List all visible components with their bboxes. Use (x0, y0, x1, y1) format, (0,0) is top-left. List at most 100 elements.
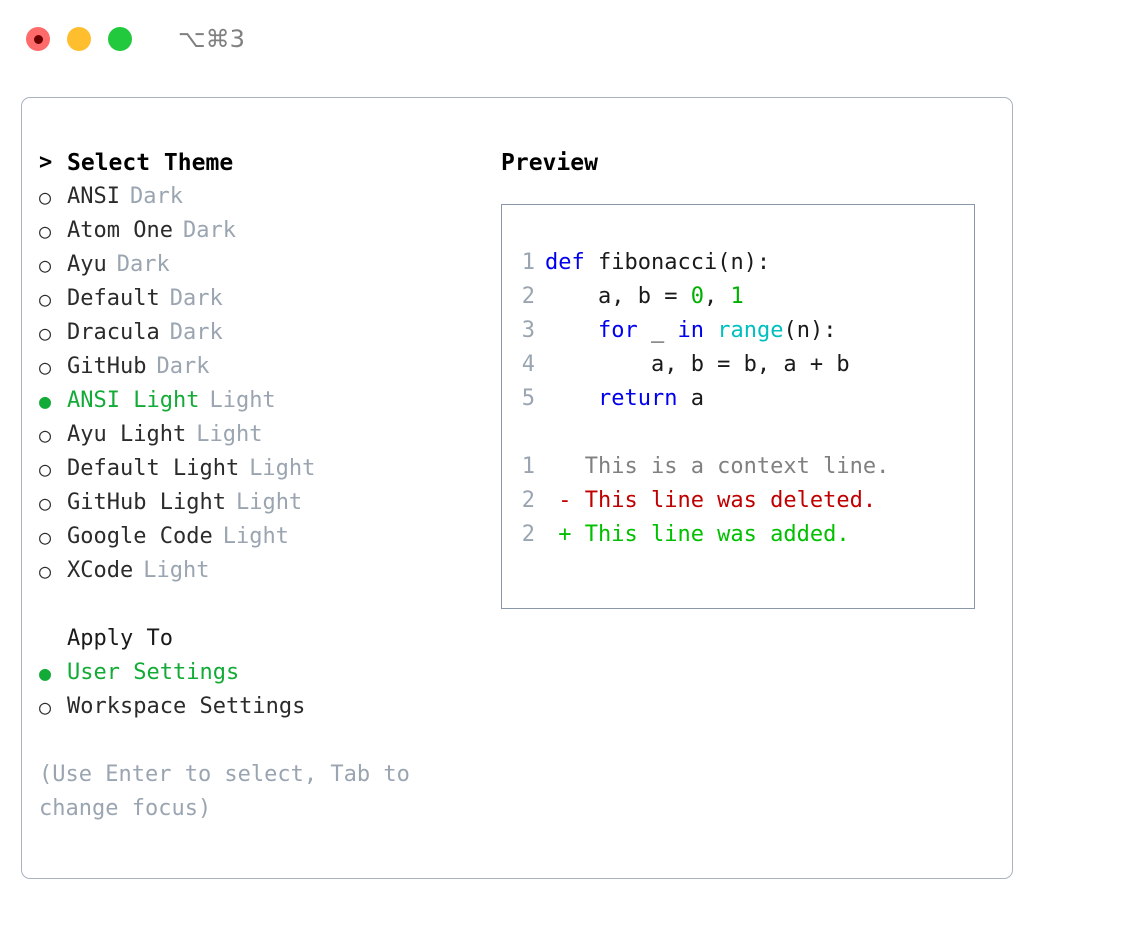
diff-line-number: 1 (521, 454, 535, 479)
diff-line-text: - This line was deleted. (545, 488, 877, 513)
code-token: def (545, 250, 585, 275)
code-token: for (597, 318, 638, 343)
code-token (545, 318, 598, 343)
theme-option-kind: Light (143, 558, 210, 583)
theme-option-kind: Light (235, 490, 303, 515)
theme-option-name: Google Code (67, 524, 213, 549)
theme-option-name: Atom One (67, 218, 173, 243)
code-line-number: 1 (521, 250, 535, 275)
radio-unselected-icon: ○ (39, 491, 52, 515)
code-line: 5 return a (513, 382, 968, 416)
maximize-button[interactable] (108, 27, 132, 51)
theme-option-kind: Dark (129, 184, 183, 209)
theme-option-kind: Dark (116, 252, 170, 277)
diff-line-number: 2 (521, 522, 535, 547)
diff-line: 2 - This line was deleted. (513, 484, 968, 518)
close-button[interactable] (26, 27, 50, 51)
apply-to-option-label: Workspace Settings (67, 694, 306, 719)
code-token: return (597, 386, 678, 411)
preview-title: Preview (501, 150, 598, 176)
theme-option-name: Ayu (67, 252, 107, 277)
keyboard-shortcut-label: ⌥⌘3 (178, 25, 245, 53)
diff-line: 1 This is a context line. (513, 450, 968, 484)
diff-sample: 1 This is a context line.2 - This line w… (513, 450, 968, 552)
apply-to-option-list: ●User Settings ○ Workspace Settings (39, 656, 479, 724)
radio-unselected-icon: ○ (39, 695, 52, 719)
window-titlebar: ⌥⌘3 (0, 0, 1140, 78)
code-token: , (703, 284, 731, 309)
code-line-number: 3 (521, 318, 535, 343)
code-token (545, 386, 598, 411)
apply-to-option-user-settings[interactable]: ●User Settings (39, 656, 479, 690)
diff-line-text: + This line was added. (545, 522, 850, 547)
radio-unselected-icon: ○ (39, 457, 52, 481)
code-line-number: 2 (521, 284, 535, 309)
theme-option-name: Default (67, 286, 160, 311)
theme-option-name: Ayu Light (67, 422, 187, 447)
select-theme-heading: > Select Theme (39, 146, 479, 180)
code-line: 4 a, b = b, a + b (513, 348, 968, 382)
record-indicator-icon (33, 34, 43, 44)
theme-option-github-light[interactable]: ○ GitHub Light Light (39, 486, 479, 520)
list-spacer (39, 588, 479, 622)
radio-unselected-icon: ○ (39, 525, 52, 549)
theme-option-name: GitHub Light (67, 490, 226, 515)
radio-unselected-icon: ○ (39, 253, 52, 277)
code-token: in (677, 318, 704, 343)
caret-icon: > (39, 150, 53, 175)
diff-line-text: This is a context line. (545, 454, 890, 479)
code-line: 3 for _ in range(n): (513, 314, 968, 348)
radio-unselected-icon: ○ (39, 287, 52, 311)
theme-option-kind: Dark (169, 320, 223, 345)
radio-unselected-icon: ○ (39, 355, 52, 379)
code-token (704, 318, 717, 343)
theme-option-kind: Dark (156, 354, 210, 379)
code-token: a, b = b, a + b (545, 352, 850, 377)
theme-option-ayu[interactable]: ○ Ayu Dark (39, 248, 479, 282)
code-token: _ (637, 318, 678, 343)
code-line: 2 a, b = 0, 1 (513, 280, 968, 314)
code-line-number: 4 (521, 352, 535, 377)
theme-option-ayu-light[interactable]: ○ Ayu Light Light (39, 418, 479, 452)
code-token: a, b = (545, 284, 691, 309)
theme-option-kind: Light (196, 422, 263, 447)
minimize-button[interactable] (67, 27, 91, 51)
theme-option-name: GitHub (67, 354, 147, 379)
theme-option-github[interactable]: ○ GitHub Dark (39, 350, 479, 384)
radio-unselected-icon: ○ (39, 321, 52, 345)
code-diff-spacer (513, 416, 968, 450)
theme-option-name: Dracula (67, 320, 160, 345)
radio-unselected-icon: ○ (39, 559, 52, 583)
theme-option-kind: Dark (182, 218, 236, 243)
radio-unselected-icon: ○ (39, 423, 52, 447)
select-theme-heading-label: Select Theme (67, 150, 234, 176)
apply-to-label: Apply To (67, 626, 173, 651)
traffic-lights (26, 27, 132, 51)
theme-option-dracula[interactable]: ○ Dracula Dark (39, 316, 479, 350)
radio-selected-icon: ● (39, 661, 52, 685)
code-token: a (677, 386, 704, 411)
theme-option-kind: Light (209, 388, 276, 413)
theme-option-kind: Dark (169, 286, 223, 311)
theme-option-kind: Light (249, 456, 316, 481)
apply-to-option-workspace-settings[interactable]: ○ Workspace Settings (39, 690, 479, 724)
code-token: range (717, 318, 784, 343)
theme-option-default[interactable]: ○ Default Dark (39, 282, 479, 316)
code-token: 1 (730, 284, 744, 309)
code-token: 0 (690, 284, 704, 309)
radio-selected-icon: ● (39, 389, 52, 413)
